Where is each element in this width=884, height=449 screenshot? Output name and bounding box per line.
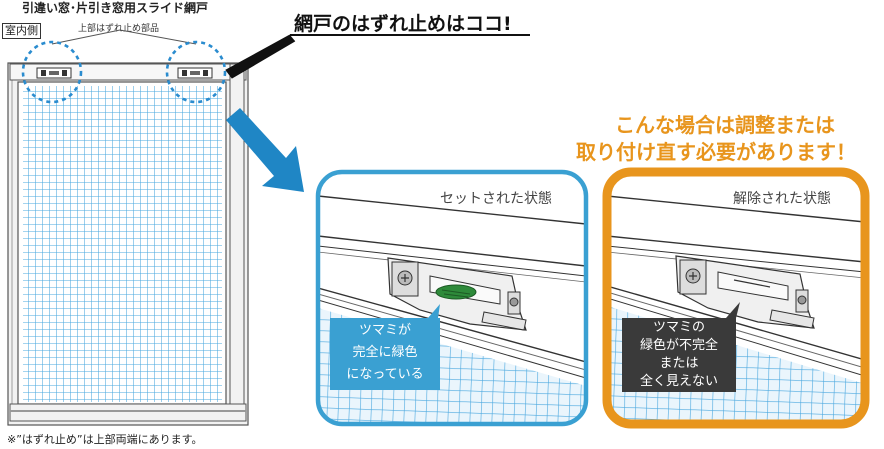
direction-arrow — [226, 108, 304, 192]
indoor-label: 室内側 — [2, 23, 41, 39]
panel-released-note-line: 全く見えない — [639, 374, 718, 389]
warning-line-2: 取り付け直す必要があります！ — [576, 140, 856, 164]
stopper-left-part — [36, 67, 72, 79]
panel-set-note-line: 完全に緑色 — [352, 345, 418, 360]
callout-text: 網戸のはずれ止めはココ! — [294, 13, 512, 35]
panel-released-note-line: ツマミの — [652, 320, 705, 335]
panel-released-note-line: 緑色が不完全 — [639, 338, 718, 353]
upper-part-label: 上部はずれ止め部品 — [78, 24, 160, 34]
screen-mesh — [23, 86, 222, 402]
stopper-right-part — [177, 67, 213, 79]
bracket-line — [51, 29, 197, 45]
callout-leader — [225, 34, 296, 79]
highlight-circle-left — [21, 40, 83, 104]
highlight-circle-right — [165, 40, 227, 104]
panel-released-note-line: または — [659, 356, 699, 371]
panel-released-note: ツマミの 緑色が不完全 または 全く見えない — [622, 319, 736, 391]
panel-released-title: 解除された状態 — [733, 191, 831, 207]
panel-set-title: セットされた状態 — [440, 191, 552, 207]
panel-set-note-line: ツマミが — [358, 323, 411, 338]
panel-set-illustration — [315, 169, 589, 427]
panel-set-note: ツマミが 完全に緑色 になっている — [330, 320, 440, 386]
product-title: 引違い窓･片引き窓用スライド網戸 — [22, 1, 209, 15]
footnote: ※”はずれ止め”は上部両端にあります。 — [7, 433, 203, 446]
panel-set-note-line: になっている — [346, 367, 424, 382]
panel-released-illustration — [602, 167, 870, 429]
warning-line-1: こんな場合は調整または — [615, 113, 835, 137]
